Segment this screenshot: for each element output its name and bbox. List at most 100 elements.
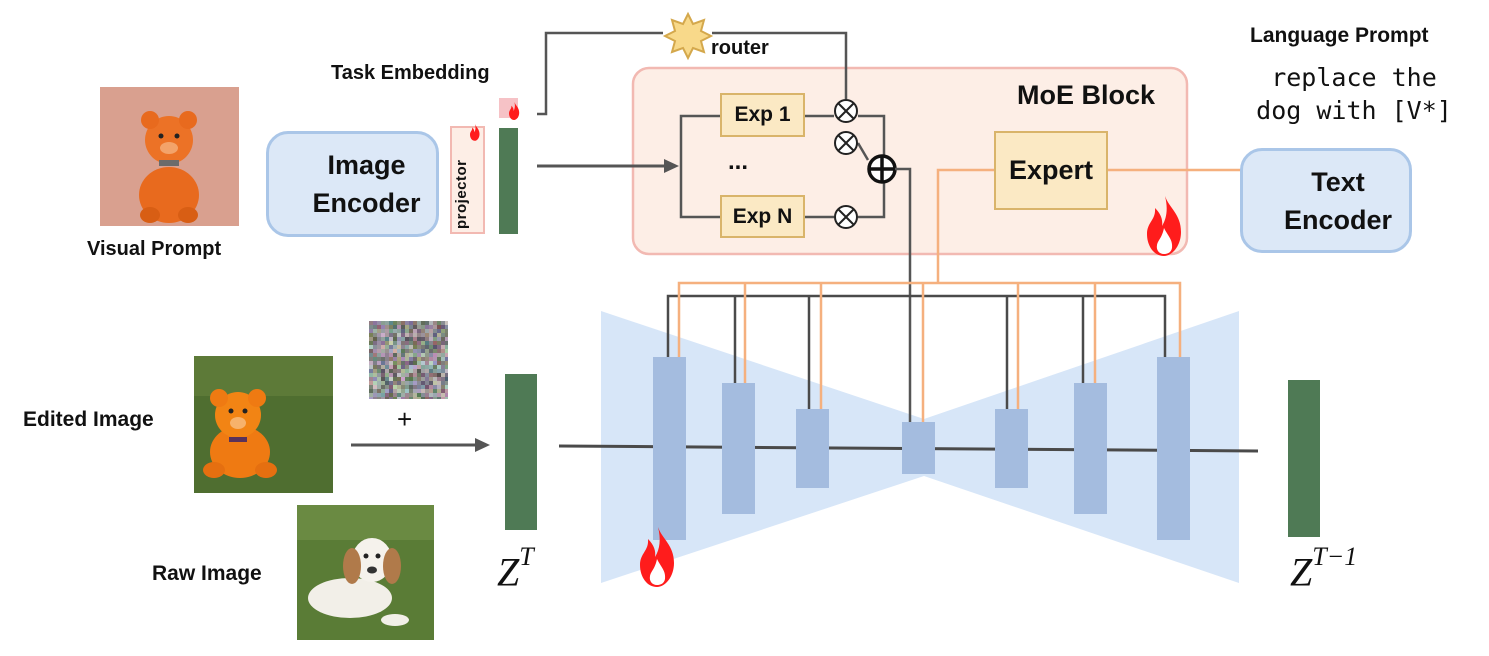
noise-pixel [445,345,448,349]
noise-pixel [393,377,397,381]
noise-pixel [425,397,429,399]
visual-prompt-image [100,87,239,226]
noise-pixel [401,349,405,353]
noise-pixel [369,353,373,357]
noise-pixel [377,377,381,381]
noise-pixel [373,397,377,399]
multiply-circle-icon [834,131,858,155]
noise-pixel [405,341,409,345]
noise-pixel [429,385,433,389]
noise-pixel [401,321,405,325]
noise-pixel [429,365,433,369]
noise-pixel [417,341,421,345]
noise-pixel [409,357,413,361]
image-encoder-line2: Encoder [312,188,421,218]
noise-pixel [393,389,397,393]
noise-pixel [401,369,405,373]
noise-pixel [405,325,409,329]
latent-zt-bar [505,374,537,530]
noise-pixel [433,357,437,361]
noise-pixel [441,325,445,329]
noise-pixel [437,381,441,385]
noise-pixel [429,377,433,381]
noise-pixel [421,321,425,325]
noise-pixel [425,345,429,349]
noise-pixel [405,321,409,325]
noise-pixel [401,341,405,345]
noise-pixel [429,321,433,325]
noise-pixel [397,321,401,325]
noise-pixel [389,381,393,385]
moe-block-title: MoE Block [1017,80,1156,110]
noise-pixel [429,397,433,399]
noise-pixel [381,389,385,393]
noise-pixel [409,369,413,373]
noise-pixel [377,325,381,329]
ellipsis-label: ... [728,148,749,175]
noise-pixel [437,393,441,397]
noise-pixel [409,345,413,349]
noise-pixel [429,357,433,361]
noise-pixel [393,341,397,345]
text-encoder-box: Text Encoder [1240,148,1412,253]
noise-pixel [441,365,445,369]
noise-pixel [413,365,417,369]
noise-pixel [437,365,441,369]
noise-pixel [373,345,377,349]
noise-pixel [437,389,441,393]
noise-pixel [381,393,385,397]
noise-pixel [377,329,381,333]
noise-pixel [441,373,445,377]
noise-pixel [389,389,393,393]
flame-icon [640,527,674,587]
noise-pixel [405,337,409,341]
noise-pixel [433,353,437,357]
noise-pixel [369,373,373,377]
noise-pixel [381,345,385,349]
noise-pixel [441,353,445,357]
noise-pixel [373,373,377,377]
noise-pixel [437,357,441,361]
noise-pixel [405,349,409,353]
noise-pixel [413,337,417,341]
star-icon [662,11,714,61]
noise-pixel [405,357,409,361]
noise-pixel [413,393,417,397]
noise-pixel [401,381,405,385]
noise-pixel [373,377,377,381]
noise-pixel [385,329,389,333]
noise-pixel [433,333,437,337]
noise-pixel [417,333,421,337]
noise-pixel [445,349,448,353]
noise-pixel [429,393,433,397]
noise-pixel [385,393,389,397]
noise-pixel [421,341,425,345]
noise-pixel [425,393,429,397]
noise-pixel [425,349,429,353]
noise-pixel [437,385,441,389]
noise-pixel [401,361,405,365]
noise-pixel [381,361,385,365]
noise-pixel [409,389,413,393]
noise-pixel [425,385,429,389]
noise-pixel [421,357,425,361]
noise-pixel [441,361,445,365]
noise-pixel [369,341,373,345]
noise-pixel [441,389,445,393]
noise-pixel [433,329,437,333]
orange-bus [677,281,1182,358]
noise-pixel [441,357,445,361]
latent-zt1-bar [1288,380,1320,537]
noise-pixel [429,373,433,377]
noise-pixel [433,373,437,377]
router-line [537,31,663,116]
noise-pixel [445,389,448,393]
noise-pixel [433,393,437,397]
noise-pixel [381,329,385,333]
noise-pixel [369,365,373,369]
noise-pixel [401,365,405,369]
noise-pixel [373,393,377,397]
noise-pixel [409,397,413,399]
noise-pixel [401,333,405,337]
noise-pixel [401,325,405,329]
